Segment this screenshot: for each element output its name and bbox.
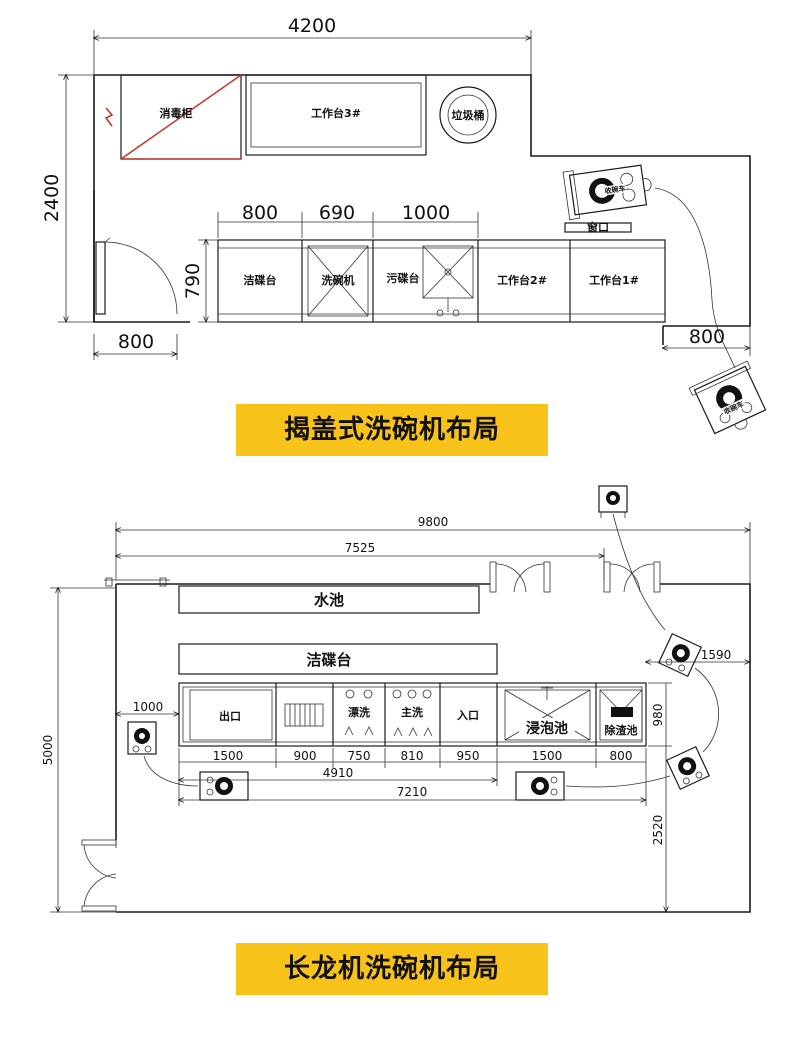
dim-door-width-label: 800	[118, 331, 154, 353]
workbench-3: 工作台3#	[245, 74, 427, 156]
wall-right-bottom	[116, 583, 751, 913]
dim-counter-depth-label: 790	[182, 263, 204, 299]
label-dirty-table: 污碟台	[387, 271, 420, 285]
dim-seg-main: 810	[401, 749, 424, 763]
dim-right-offset: 800	[663, 326, 750, 356]
dim-counter-segments: 800 690 1000	[217, 202, 479, 238]
dim-seg-exit: 1500	[213, 749, 244, 763]
title-layout2: 长龙机洗碗机布局	[236, 943, 548, 995]
dim-total-width: 9800	[116, 515, 750, 585]
dim-right-depth-label: 2520	[651, 815, 665, 846]
cart-2-bottom-left	[199, 771, 249, 801]
dim-top-width-label: 4200	[288, 15, 336, 37]
cart-path-5	[143, 755, 199, 787]
label-workbench1: 工作台1#	[589, 273, 639, 287]
cart-path-4	[565, 775, 671, 788]
dim-seg-machine: 690	[319, 202, 355, 224]
dim-right-offset-label: 800	[689, 326, 725, 348]
label-soak-pool: 浸泡池	[526, 720, 568, 737]
dim-total-width-label: 9800	[418, 515, 449, 529]
window: 窗口	[564, 220, 632, 234]
dim-counter-depth: 790	[182, 240, 218, 322]
label-exit: 出口	[219, 709, 241, 723]
dim-top-width: 4200	[94, 15, 531, 75]
label-workbench3: 工作台3#	[311, 106, 361, 120]
cart-path-3	[694, 667, 720, 753]
cart-path-2	[612, 513, 666, 631]
label-entry: 入口	[457, 709, 479, 722]
counter-row: 洁碟台 洗碗机 污碟台 工作台2# 工作台1#	[217, 239, 666, 323]
room-wall-right	[94, 74, 751, 327]
label-trash-bin: 垃圾桶	[452, 108, 485, 122]
door-top-left	[489, 561, 551, 593]
power-icon	[104, 107, 114, 127]
label-clean-table: 洁碟台	[244, 273, 277, 287]
cart-2-bottom-right	[515, 771, 565, 801]
dim-left-gap-label: 1000	[133, 700, 164, 714]
label-sink: 水池	[314, 591, 344, 609]
cart-2-left	[127, 721, 157, 755]
machine-row: 出口 漂洗 主洗 入口	[178, 682, 647, 747]
cart-top: 收碗车	[562, 164, 652, 221]
label-cart-top: 收碗车	[604, 184, 626, 196]
label-dishwasher: 洗碗机	[322, 273, 355, 287]
dim-seg-soak: 1500	[532, 749, 563, 763]
title-layout1: 揭盖式洗碗机布局	[236, 404, 548, 456]
dim-sum-b-label: 7210	[397, 785, 428, 799]
dim-left-height: 2400	[41, 75, 94, 322]
dim-right-depth: 2520	[651, 746, 666, 912]
cart-2-right-1	[657, 632, 703, 678]
label-workbench2: 工作台2#	[497, 273, 547, 287]
clean-table: 洁碟台	[178, 643, 498, 675]
dim-right-gap-label: 1590	[701, 648, 732, 662]
cart-path-1	[654, 187, 736, 369]
dim-machine-depth: 980	[648, 682, 672, 747]
cart-2-top	[598, 485, 628, 518]
dim-machine-segments: 1500 900 750 810 950 1500 800	[178, 748, 647, 768]
disinfect-cabinet: 消毒柜	[104, 74, 242, 160]
layout1-drawing: 4200 2400 消毒柜 工作台3#	[41, 15, 767, 435]
dim-seg-dirty: 1000	[402, 202, 450, 224]
dim-seg-clean: 800	[242, 202, 278, 224]
dim-sum-b: 7210	[179, 768, 646, 806]
dim-seg-entry: 950	[457, 749, 480, 763]
dim-door-width: 800	[94, 331, 177, 360]
label-main-wash: 主洗	[401, 705, 423, 719]
cart-bottom: 收碗车	[688, 360, 767, 435]
dim-seg-rinse: 750	[348, 749, 371, 763]
label-window: 窗口	[587, 220, 609, 234]
dim-height: 5000	[41, 588, 116, 912]
dim-machine-depth-label: 980	[651, 704, 665, 727]
label-clean-table-2: 洁碟台	[306, 651, 351, 669]
dim-inner-width-label: 7525	[345, 541, 376, 555]
cart-2-right-2	[665, 745, 711, 791]
label-rinse: 漂洗	[348, 705, 370, 719]
door-top-right	[603, 561, 661, 593]
dim-height-label: 5000	[41, 735, 55, 766]
sink: 水池	[178, 585, 480, 614]
layout2-drawing: 9800 7525	[41, 485, 751, 913]
dim-left-height-label: 2400	[41, 174, 63, 222]
label-disinfect-cabinet: 消毒柜	[160, 106, 193, 120]
dim-right-gap: 1590	[646, 648, 750, 662]
door-bottom-left	[81, 839, 117, 912]
dim-seg-residue: 800	[610, 749, 633, 763]
door-left	[95, 237, 178, 315]
dim-sum-a: 4910	[179, 766, 497, 786]
label-residue-pool: 除渣池	[605, 723, 638, 737]
trash-bin: 垃圾桶	[439, 86, 497, 144]
dim-inner-width: 7525	[116, 541, 604, 580]
dim-seg-dry: 900	[294, 749, 317, 763]
dim-sum-a-label: 4910	[323, 766, 354, 780]
dim-left-gap: 1000	[116, 700, 179, 714]
